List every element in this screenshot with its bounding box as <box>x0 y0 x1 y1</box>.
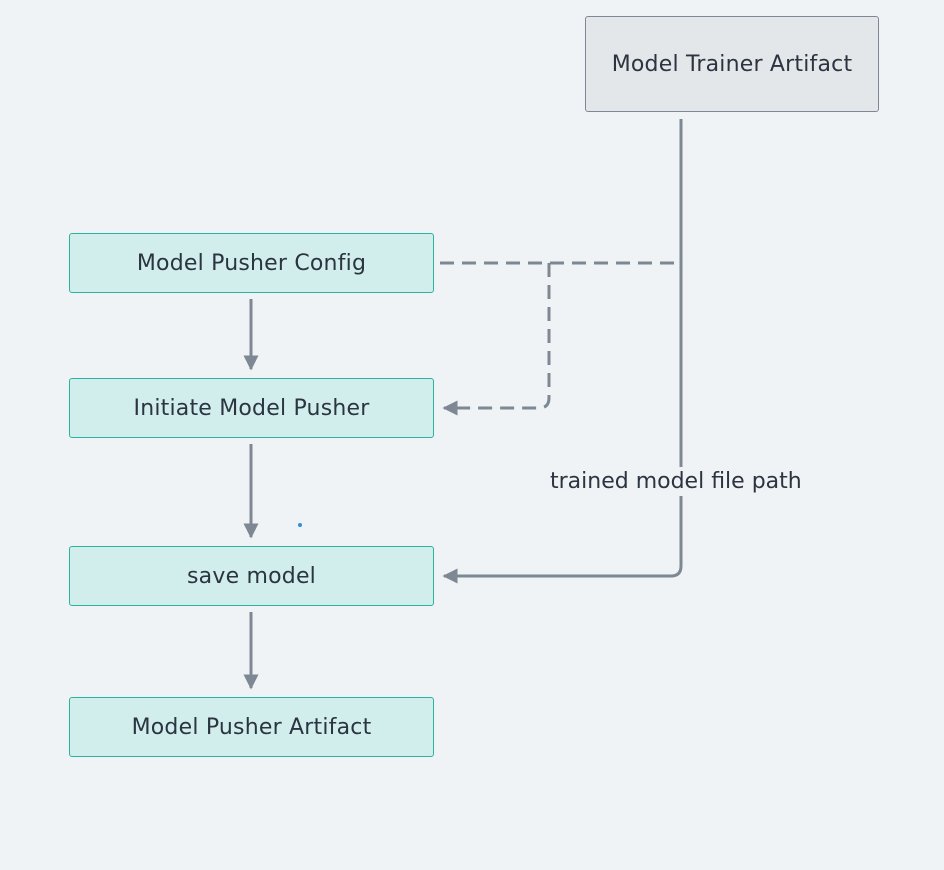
node-label: save model <box>187 563 316 589</box>
node-model-pusher-artifact[interactable]: Model Pusher Artifact <box>69 697 434 757</box>
node-label: Initiate Model Pusher <box>133 395 370 421</box>
edge-label-trained-model-file-path: trained model file path <box>546 467 806 496</box>
node-save-model[interactable]: save model <box>69 546 434 606</box>
edge-config-to-initiate-dashed <box>442 263 551 416</box>
node-label: Model Trainer Artifact <box>611 51 853 77</box>
node-label: Model Pusher Artifact <box>131 714 372 740</box>
node-initiate-model-pusher[interactable]: Initiate Model Pusher <box>69 378 434 438</box>
node-label: Model Pusher Config <box>136 250 367 276</box>
node-model-trainer-artifact[interactable]: Model Trainer Artifact <box>585 16 879 112</box>
marker-dot <box>298 523 302 527</box>
node-model-pusher-config[interactable]: Model Pusher Config <box>69 233 434 293</box>
edge-trainer-to-save <box>442 119 683 584</box>
